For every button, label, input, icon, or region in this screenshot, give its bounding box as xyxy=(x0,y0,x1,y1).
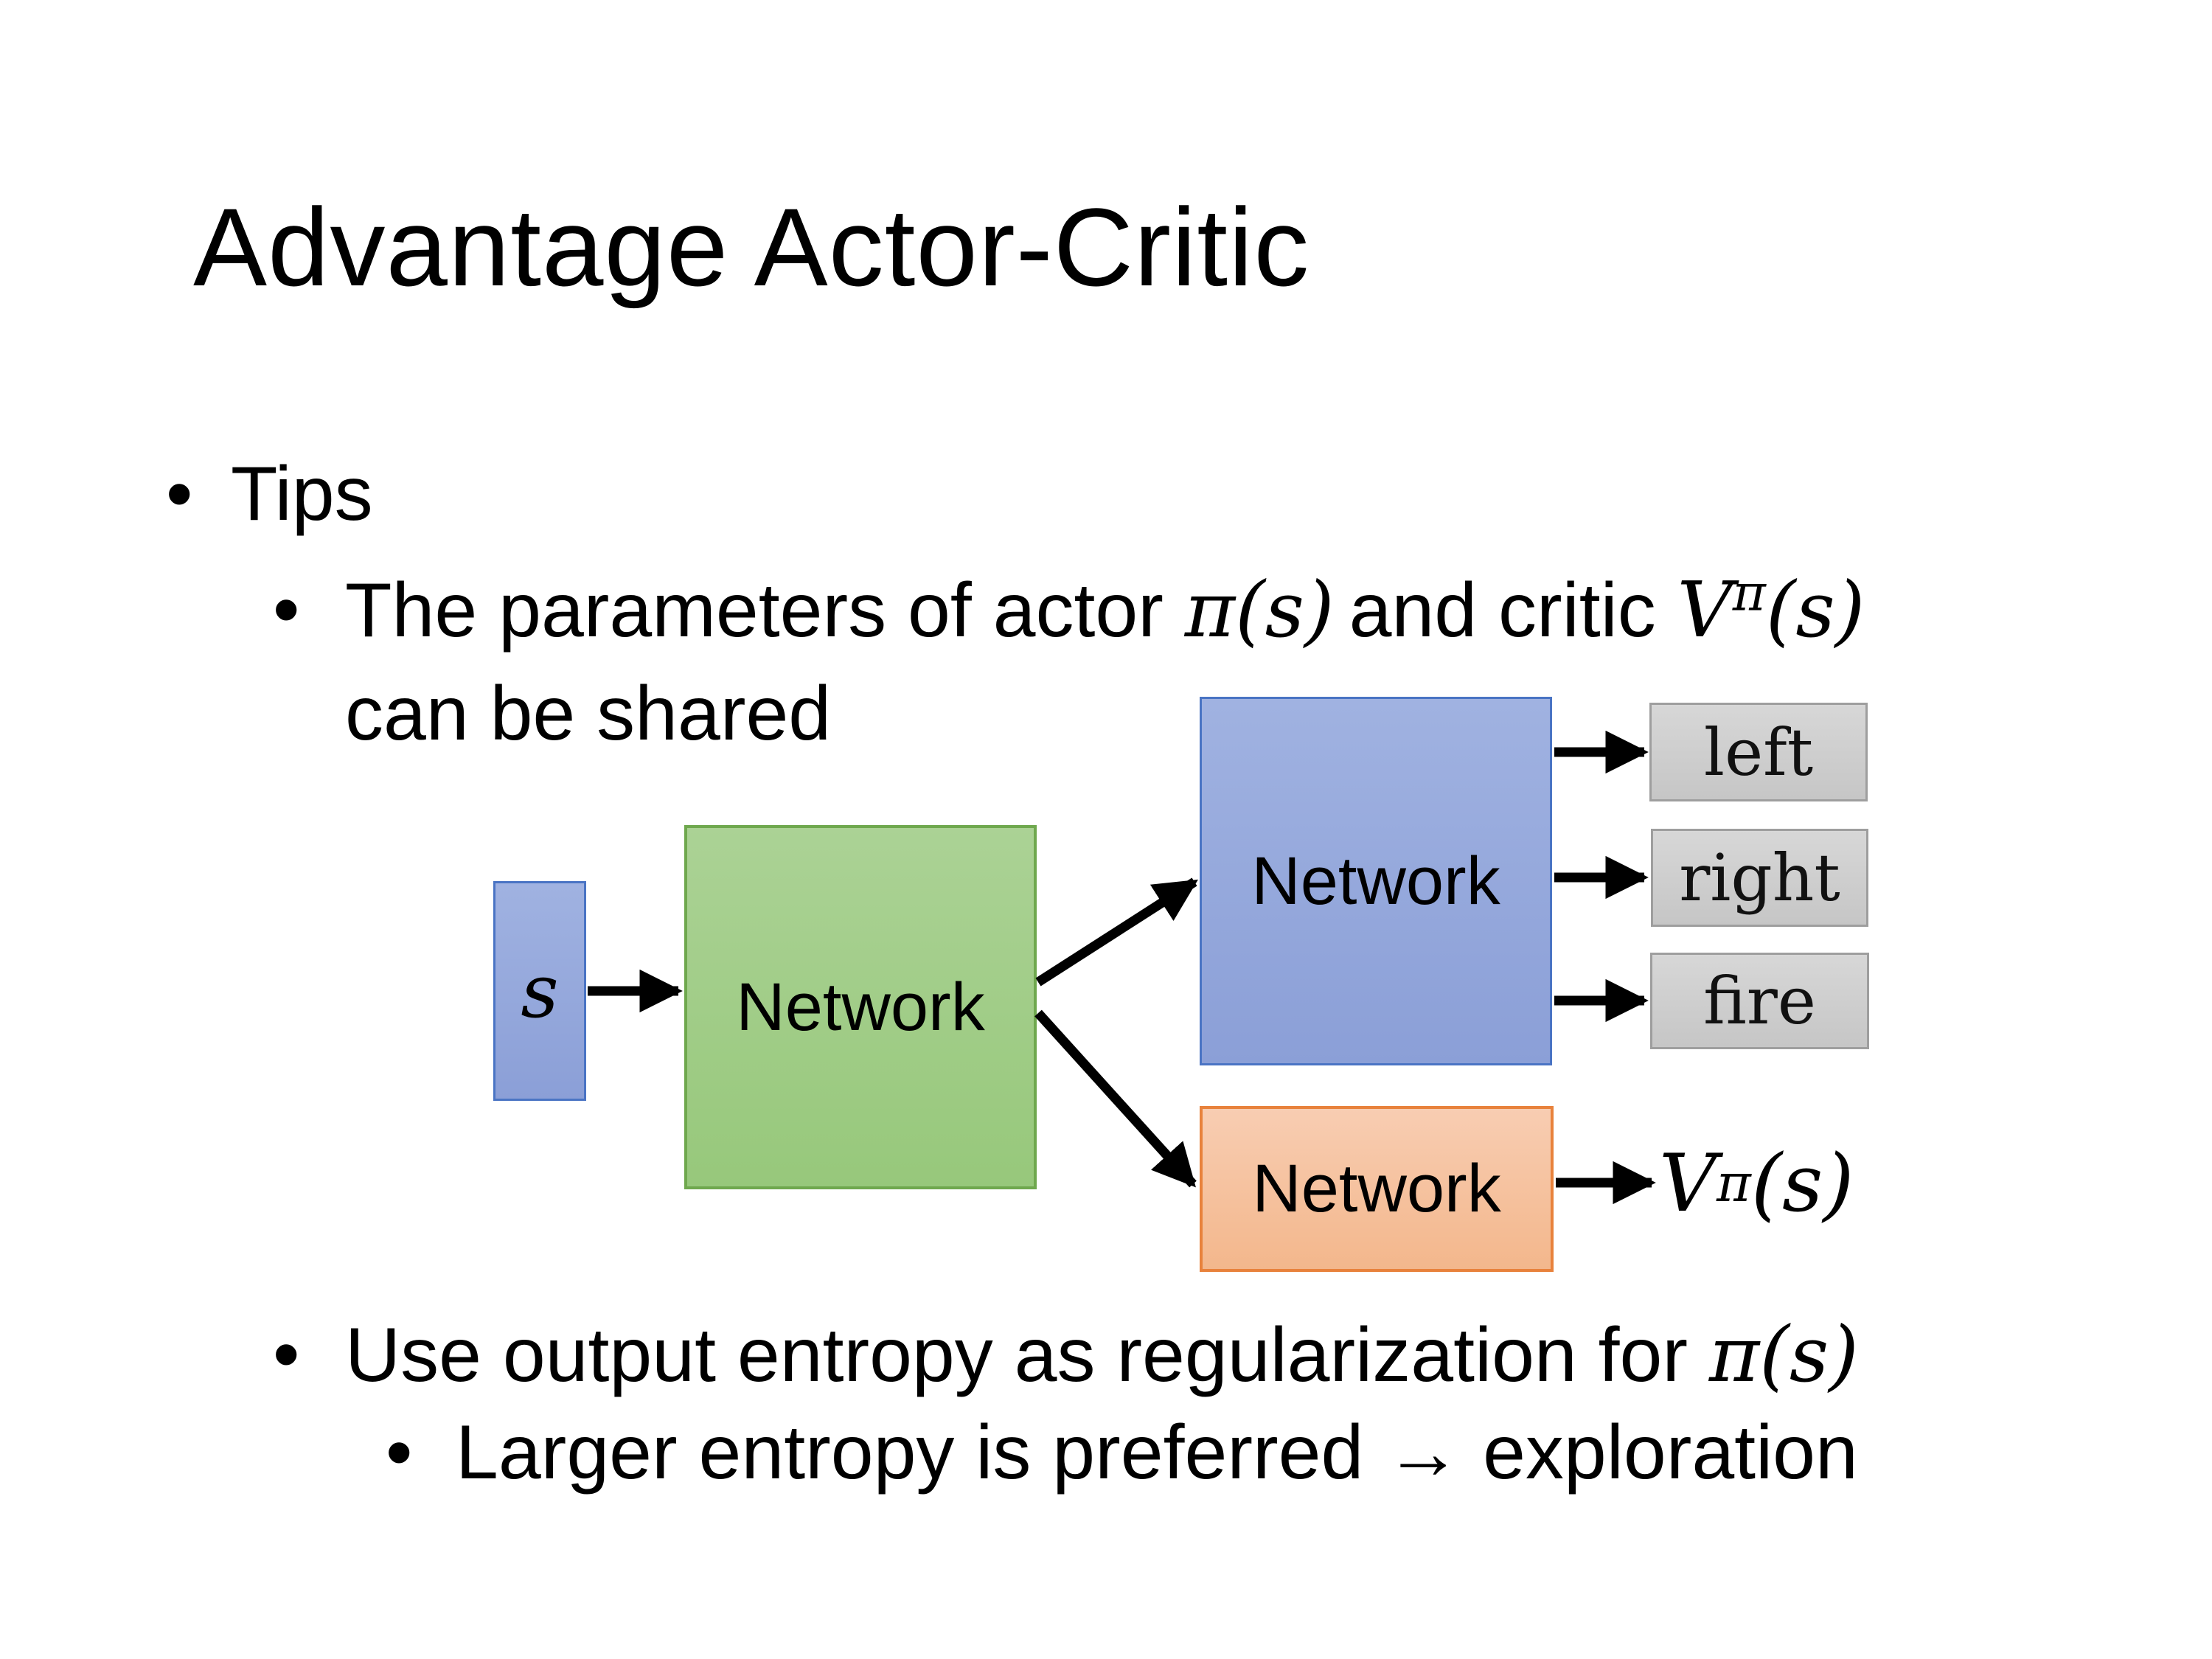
v-symbol: V xyxy=(1677,565,1733,655)
state-input-label: s xyxy=(521,947,559,1034)
critic-output-v: V xyxy=(1659,1137,1717,1230)
critic-network-box: Network xyxy=(1200,1106,1554,1272)
actor-network-box: Network xyxy=(1200,697,1552,1065)
action-right-box: right xyxy=(1651,829,1868,927)
state-input-box: s xyxy=(493,881,586,1101)
bullet-larger-entropy-text: Larger entropy is preferred → exploratio… xyxy=(456,1410,1858,1495)
critic-network-label: Network xyxy=(1252,1151,1501,1226)
bullet-dot: • xyxy=(166,451,193,537)
bullet-dot: • xyxy=(386,1410,413,1495)
b1-line2: can be shared xyxy=(345,671,832,757)
bullet-entropy-text: Use output entropy as regularization for… xyxy=(345,1303,2116,1407)
bullet-parameters-shared: • The parameters of actor π(s)and critic… xyxy=(273,558,2079,766)
b1-text2: and critic xyxy=(1349,568,1677,653)
pi-s-math: π(s) xyxy=(1708,1310,1859,1399)
b1-text1: The parameters of actor xyxy=(345,568,1185,653)
action-fire-label: fire xyxy=(1703,963,1816,1039)
shared-network-box: Network xyxy=(684,825,1037,1189)
b2-text1: Use output entropy as regularization for xyxy=(345,1312,1709,1398)
bullet-tips-label: Tips xyxy=(231,451,373,537)
bullet-parameters-text: The parameters of actor π(s)and critic V… xyxy=(345,558,2079,766)
v-argument: (s) xyxy=(1765,565,1865,655)
action-right-label: right xyxy=(1679,840,1840,916)
action-left-box: left xyxy=(1649,703,1868,801)
action-left-label: left xyxy=(1703,714,1814,790)
arrow-shared-to-critic xyxy=(1034,1009,1197,1188)
bullet-tips: • Tips xyxy=(166,442,373,546)
slide-title: Advantage Actor-Critic xyxy=(193,185,1310,309)
action-fire-box: fire xyxy=(1650,953,1869,1049)
arrow-shared-to-actor xyxy=(1035,877,1198,987)
bullet-dot: • xyxy=(273,1312,300,1397)
critic-output-arg: (s) xyxy=(1750,1137,1854,1230)
v-superscript-pi: π xyxy=(1732,563,1766,623)
bullet-dot: • xyxy=(273,567,300,653)
shared-network-label: Network xyxy=(736,969,985,1045)
actor-network-label: Network xyxy=(1251,843,1500,919)
bullet-larger-entropy: • Larger entropy is preferred → explorat… xyxy=(386,1401,2155,1504)
pi-s-math: π(s) xyxy=(1184,565,1335,655)
bullet-entropy-regularization: • Use output entropy as regularization f… xyxy=(273,1303,2116,1407)
